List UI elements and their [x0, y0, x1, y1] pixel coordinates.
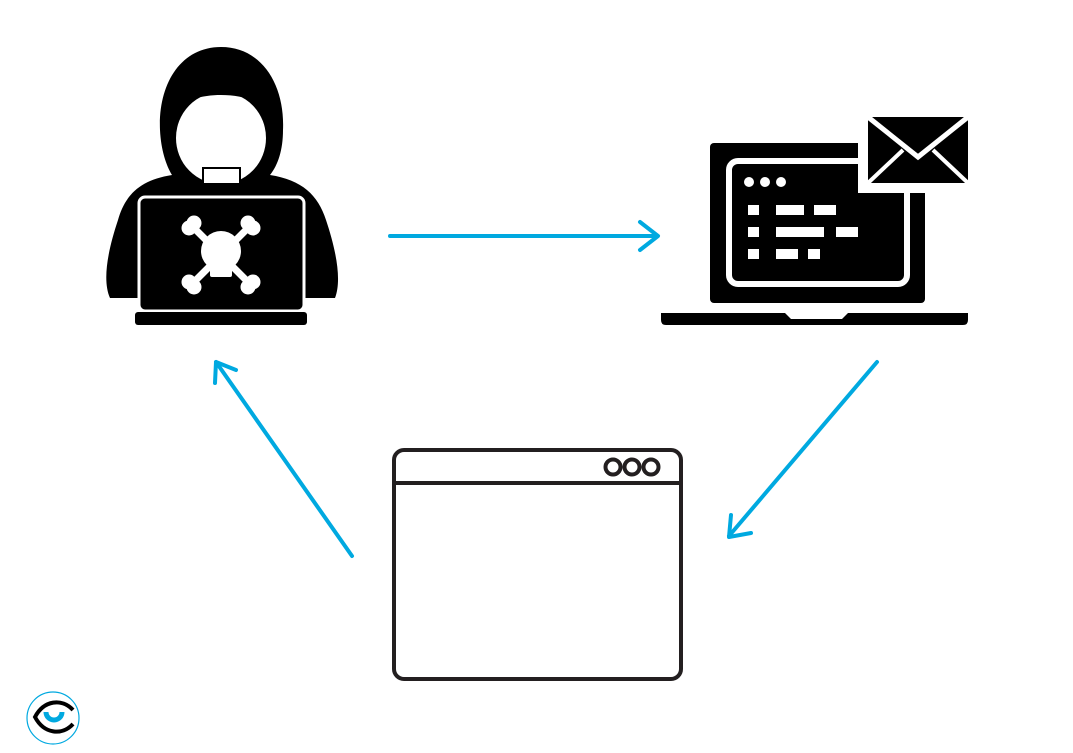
arrow-victim-to-webpage: [727, 360, 879, 539]
hacker-icon: [106, 47, 339, 325]
arrow-webpage-to-attacker: [213, 360, 354, 558]
laptop-email-icon: [661, 108, 976, 325]
skull-crossbones-icon: [181, 215, 261, 295]
eye-logo-icon: [26, 691, 80, 745]
envelope-icon: [866, 115, 970, 185]
browser-window-icon: [392, 448, 683, 681]
arrow-attacker-to-victim: [388, 220, 660, 252]
